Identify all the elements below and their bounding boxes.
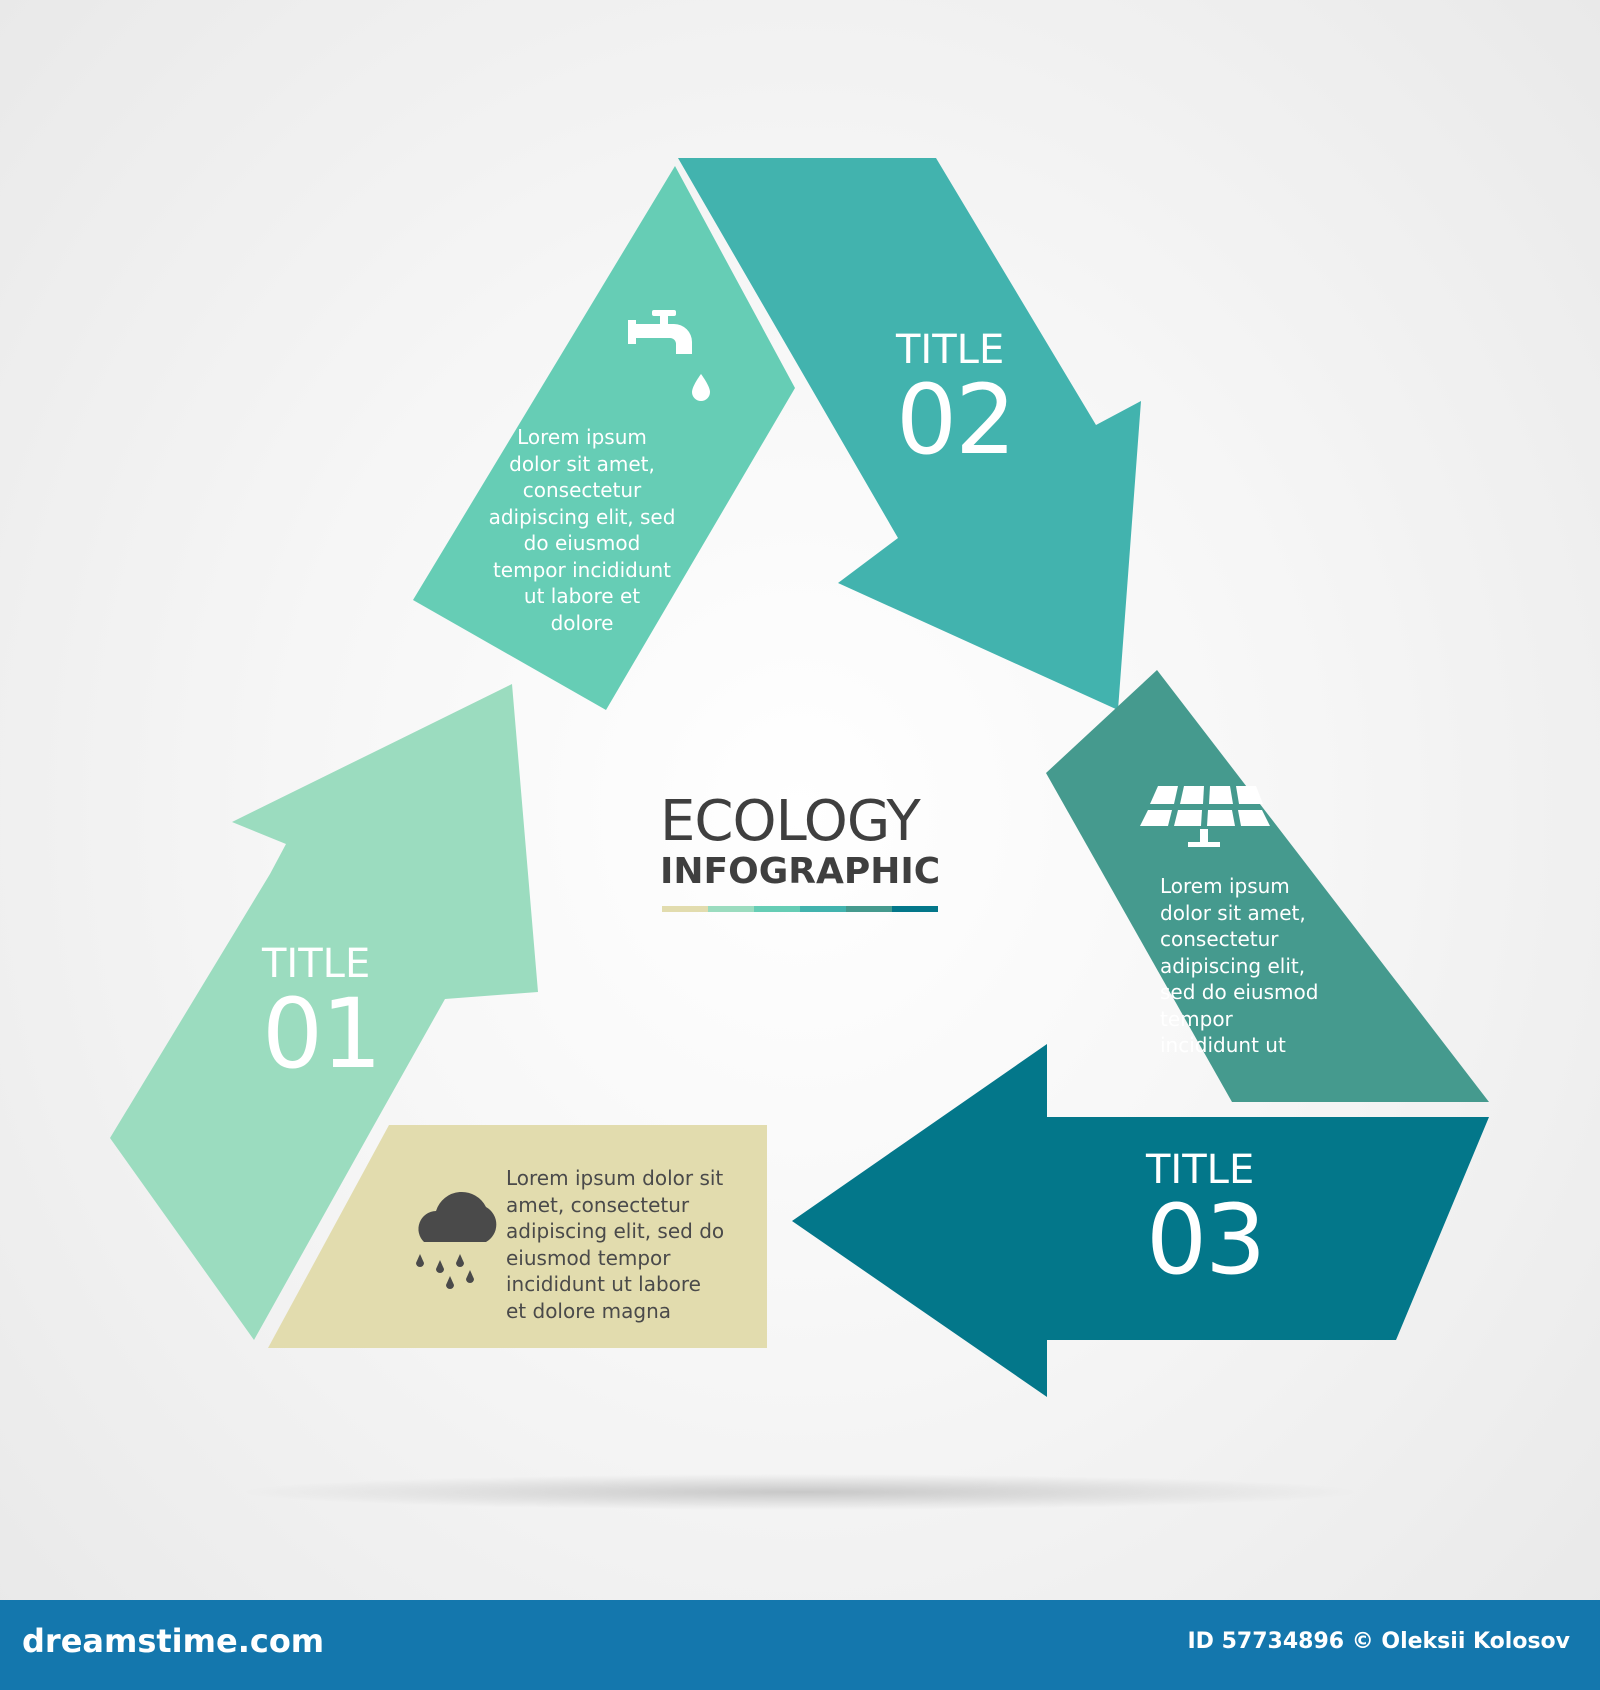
- arrow-01: [110, 684, 538, 1340]
- step-02-title: TITLE: [896, 327, 1005, 373]
- step-02-number: 02: [896, 364, 1016, 476]
- headline: ECOLOGY INFOGRAPHIC: [660, 792, 960, 892]
- solar-panel-icon: [1140, 786, 1270, 847]
- text-panel-02: [413, 166, 795, 710]
- step-02-heading: TITLE 02: [896, 327, 1016, 476]
- step-01-number: 01: [262, 978, 382, 1090]
- headline-underline: [662, 906, 938, 912]
- text-panel-01: [268, 1125, 767, 1348]
- underline-segment: [892, 906, 938, 912]
- underline-segment: [846, 906, 892, 912]
- step-01-heading: TITLE 01: [262, 941, 382, 1090]
- headline-line-1: ECOLOGY: [660, 789, 921, 854]
- diagram-shadow: [240, 1474, 1360, 1510]
- step-01-title: TITLE: [262, 941, 371, 987]
- step-03-description: Lorem ipsum dolor sit amet, consectetur …: [1160, 874, 1319, 1057]
- underline-segment: [708, 906, 754, 912]
- step-03-title: TITLE: [1146, 1147, 1255, 1193]
- footer-bar: dreamstime.com ID 57734896 © Oleksii Kol…: [0, 1600, 1600, 1690]
- underline-segment: [754, 906, 800, 912]
- step-01-description: Lorem ipsum dolor sit amet, consectetur …: [506, 1166, 725, 1323]
- underline-segment: [800, 906, 846, 912]
- text-panel-03: [1046, 670, 1489, 1102]
- step-03-heading: TITLE 03: [1146, 1147, 1266, 1296]
- step-02-description: Lorem ipsum dolor sit amet, consectetur …: [488, 425, 676, 635]
- headline-line-2: INFOGRAPHIC: [660, 851, 941, 892]
- footer-brand[interactable]: dreamstime.com: [22, 1622, 325, 1660]
- step-03-number: 03: [1146, 1184, 1266, 1296]
- recycle-infographic: [110, 158, 1489, 1510]
- arrow-03: [792, 1044, 1489, 1397]
- underline-segment: [662, 906, 708, 912]
- rain-cloud-icon: [416, 1191, 497, 1289]
- arrow-02: [678, 158, 1141, 710]
- water-tap-icon: [628, 310, 710, 401]
- footer-credit: ID 57734896 © Oleksii Kolosov: [1187, 1629, 1571, 1654]
